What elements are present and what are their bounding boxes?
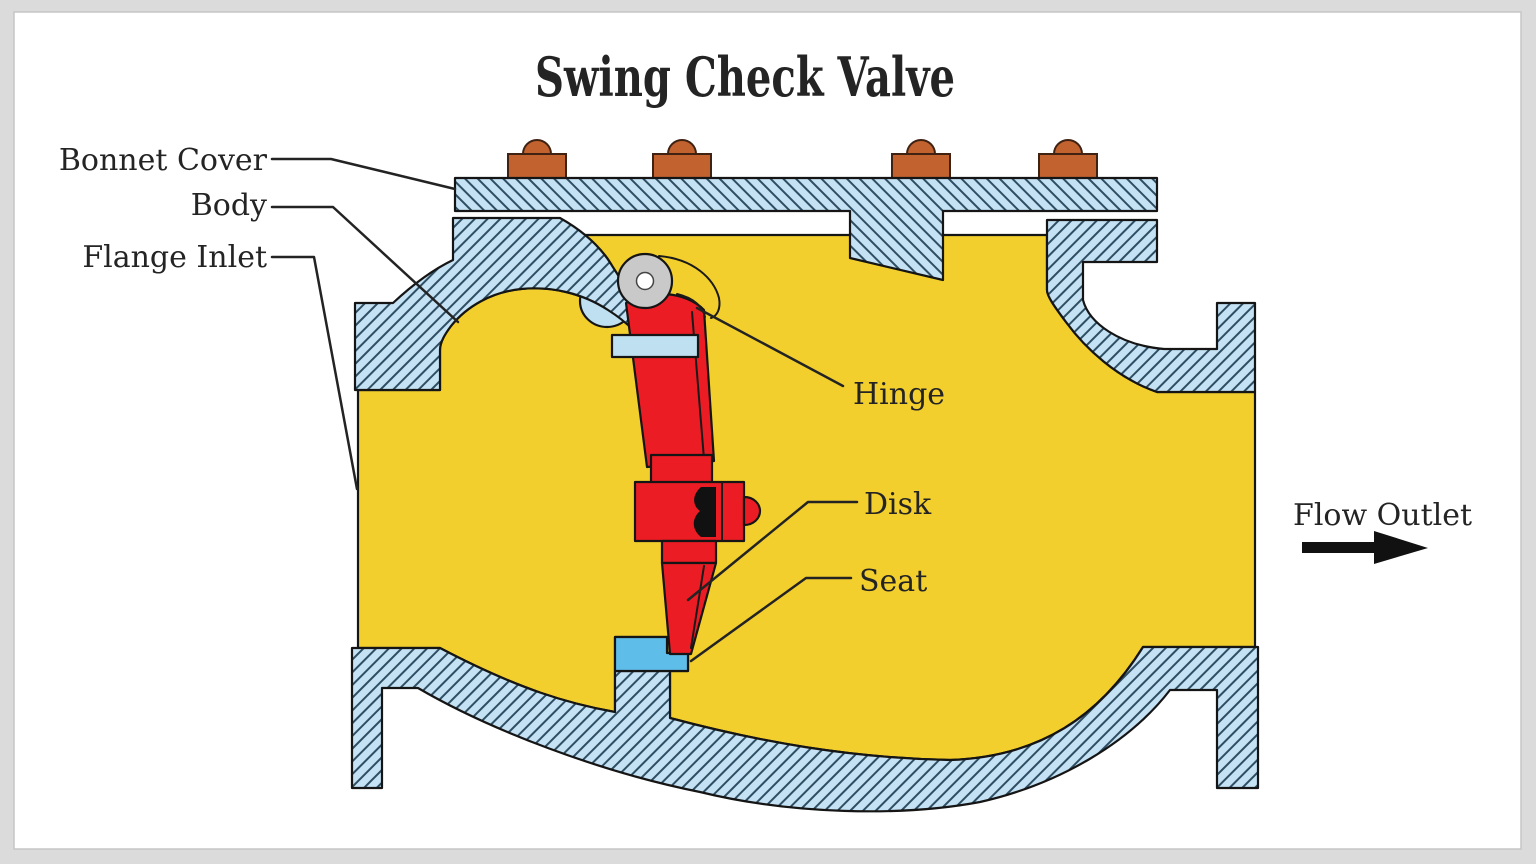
leader-flange-inlet xyxy=(270,255,359,491)
label-disk: Disk xyxy=(864,487,932,522)
label-flow-outlet: Flow Outlet xyxy=(1293,498,1472,533)
bolt-icon xyxy=(1038,139,1098,180)
bonnet-bolts xyxy=(507,139,1098,180)
hinge-bracket xyxy=(610,333,700,359)
arm-contour-line xyxy=(658,255,721,319)
disk-stem xyxy=(649,453,714,486)
label-body: Body xyxy=(191,188,267,223)
diagram-title: Swing Check Valve xyxy=(535,45,955,109)
leader-seat xyxy=(689,576,853,663)
leader-bonnet-cover xyxy=(270,157,457,191)
body-right-section xyxy=(1045,218,1257,394)
bolt-icon xyxy=(891,139,951,180)
leader-hinge xyxy=(695,306,845,388)
hinge-pin xyxy=(616,252,674,310)
leader-body xyxy=(270,205,460,324)
label-hinge: Hinge xyxy=(853,377,945,412)
disk-body xyxy=(633,480,746,543)
disk-nut xyxy=(693,487,716,537)
body-bottom-section xyxy=(350,645,1260,813)
label-flange-inlet: Flange Inlet xyxy=(82,240,267,275)
label-bonnet-cover: Bonnet Cover xyxy=(59,143,268,178)
disk-nose xyxy=(742,495,762,527)
bonnet-cover-part xyxy=(453,176,1159,282)
disk-taper xyxy=(660,561,718,656)
flow-direction-arrow-icon xyxy=(1302,531,1428,564)
label-seat: Seat xyxy=(859,564,927,599)
leader-disk xyxy=(686,500,859,602)
arm-contour-line xyxy=(676,293,706,318)
bolt-icon xyxy=(652,139,712,180)
disk-lower xyxy=(660,539,718,565)
